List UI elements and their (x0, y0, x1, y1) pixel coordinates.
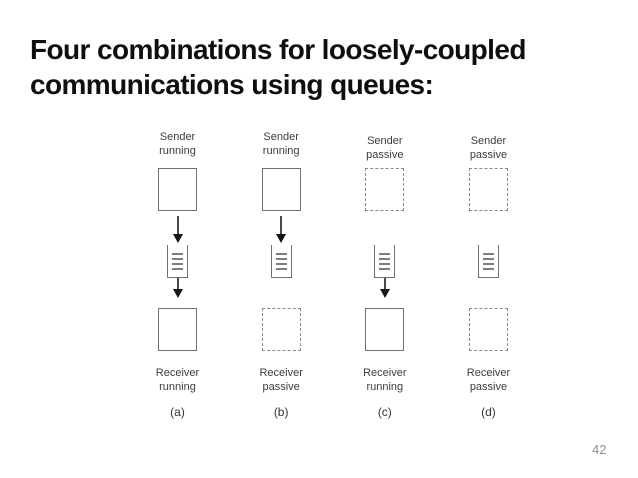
title-line-1: Four combinations for loosely-coupled (30, 34, 526, 65)
page-number: 42 (592, 442, 607, 457)
sender-label-line1: Sender (263, 131, 299, 143)
arrow-down-icon (379, 278, 390, 298)
diagram-column-a: Sender running (126, 125, 229, 419)
arrow-head (276, 234, 287, 243)
receiver-label-line1: Receiver (363, 367, 407, 379)
arrow-line (383, 278, 386, 289)
queue-bar (379, 253, 391, 255)
queue-bar (482, 263, 494, 265)
diagram-column-b: Sender running Receiver pa (230, 125, 333, 419)
diagram-column-d: Sender passive Receiver passive (d) (437, 125, 540, 419)
sender-label: Sender passive (366, 134, 403, 162)
sender-box (365, 168, 405, 211)
queue-icon (374, 245, 396, 278)
sender-label-slot: Sender passive (470, 125, 507, 163)
sender-label-line2: running (159, 145, 196, 157)
receiver-box (158, 308, 197, 351)
queue-bar (379, 263, 391, 265)
receiver-label: Receiver running (363, 366, 406, 394)
receiver-label: Receiver running (156, 366, 199, 394)
sender-label: Sender running (263, 130, 300, 158)
sender-label: Sender running (159, 130, 196, 158)
sender-label-line2: passive (366, 149, 404, 161)
arrow-head (379, 289, 390, 298)
queue-bar (482, 258, 494, 260)
sender-label-slot: Sender running (159, 125, 196, 163)
receiver-box (468, 308, 508, 351)
queue-bar (275, 253, 287, 255)
queue-to-receiver-slot (172, 278, 183, 308)
queue-diagram: Sender running (126, 125, 540, 419)
queue-icon (167, 245, 188, 278)
arrow-line (176, 216, 179, 234)
receiver-label-line2: running (159, 381, 196, 393)
queue-bar (172, 263, 183, 265)
receiver-label: Receiver passive (259, 366, 302, 394)
arrow-down-icon (172, 211, 183, 243)
arrow-line (280, 216, 283, 234)
sender-box (261, 168, 301, 211)
queue-bar (482, 268, 494, 270)
arrow-head (172, 234, 183, 243)
queue-bar (172, 258, 183, 260)
sender-box (158, 168, 197, 211)
arrow-line (176, 278, 179, 289)
queue-bar (275, 263, 287, 265)
receiver-label-line2: passive (262, 381, 300, 393)
receiver-label-line2: passive (469, 381, 508, 393)
sender-label-line1: Sender (367, 135, 403, 147)
queue-bar (379, 258, 391, 260)
arrow-down-icon (276, 211, 287, 243)
sender-label-line2: passive (469, 149, 508, 161)
sender-label-line2: running (262, 145, 300, 157)
arrow-head (172, 289, 183, 298)
sender-label-line1: Sender (159, 131, 196, 143)
sender-label: Sender passive (470, 134, 507, 162)
sender-label-slot: Sender running (263, 125, 300, 163)
diagram-column-c: Sender passive Receiver ru (333, 125, 436, 419)
queue-bar (172, 253, 183, 255)
queue-icon (270, 245, 292, 278)
column-caption: (b) (273, 405, 289, 419)
sender-label-slot: Sender passive (366, 125, 403, 163)
column-caption: (a) (170, 405, 185, 419)
sender-to-queue-slot (276, 211, 287, 245)
sender-to-queue-slot (172, 211, 183, 245)
receiver-label-line2: running (366, 381, 404, 393)
arrow-down-icon (172, 278, 183, 298)
receiver-label-line1: Receiver (259, 367, 303, 379)
queue-to-receiver-slot (379, 278, 390, 308)
column-caption: (d) (481, 405, 496, 419)
receiver-label-line1: Receiver (155, 367, 200, 379)
queue-bar (275, 258, 287, 260)
column-caption: (c) (377, 405, 392, 419)
receiver-box (365, 308, 405, 351)
queue-bar (172, 268, 183, 270)
receiver-box (261, 308, 301, 351)
sender-label-line1: Sender (470, 135, 507, 147)
slide-title: Four combinations for loosely-coupled co… (30, 32, 526, 102)
sender-box (468, 168, 508, 211)
queue-bar (275, 268, 287, 270)
receiver-label-line1: Receiver (466, 367, 511, 379)
queue-bar (482, 253, 494, 255)
receiver-label: Receiver passive (467, 366, 510, 394)
queue-icon (477, 245, 499, 278)
queue-bar (379, 268, 391, 270)
title-line-2: communications using queues: (30, 69, 434, 100)
